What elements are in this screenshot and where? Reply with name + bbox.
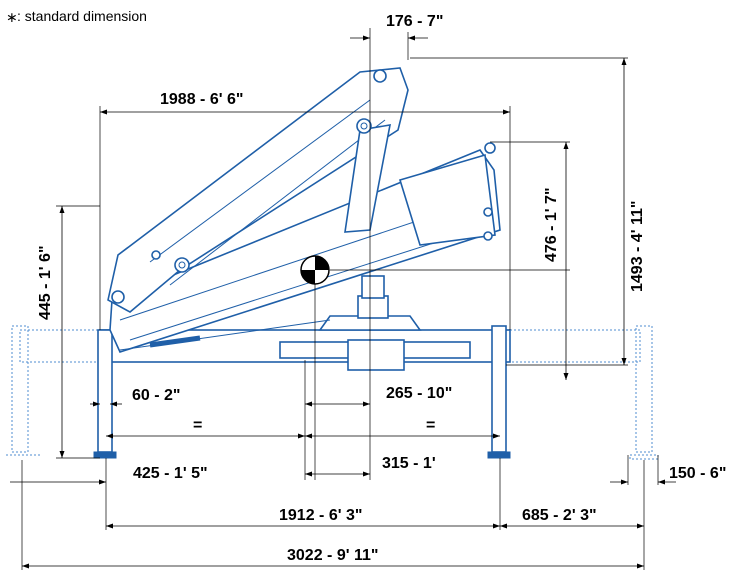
dim-height-cg: 476 - 1' 7" bbox=[543, 187, 560, 262]
dim-foot-width: 150 - 6" bbox=[669, 465, 726, 482]
dim-top-offset: 176 - 7" bbox=[386, 13, 443, 30]
dimension-lines bbox=[10, 35, 676, 569]
outrigger-extended-left bbox=[6, 325, 101, 456]
reference-lines bbox=[21, 28, 659, 570]
legend-symbol: ∗ bbox=[6, 9, 18, 25]
dim-total-width: 3022 - 9' 11" bbox=[287, 547, 378, 564]
legend-text: : standard dimension bbox=[17, 8, 147, 24]
dim-height-total: 1493 - 4' 11" bbox=[629, 201, 646, 292]
dim-equal-right: = bbox=[426, 417, 435, 434]
dim-leg-offset-small: 60 - 2" bbox=[132, 387, 181, 404]
center-of-gravity-icon bbox=[300, 255, 330, 285]
dim-center-offset: 315 - 1' bbox=[382, 455, 436, 472]
dim-reach-width: 1988 - 6' 6" bbox=[160, 91, 243, 108]
dim-cg-offset: 265 - 10" bbox=[386, 385, 452, 402]
dim-base-width: 1912 - 6' 3" bbox=[279, 507, 362, 524]
dim-equal-left: = bbox=[193, 417, 202, 434]
outrigger-extended-right bbox=[509, 325, 659, 460]
dim-leg-offset: 425 - 1' 5" bbox=[133, 465, 208, 482]
dim-extension: 685 - 2' 3" bbox=[522, 507, 597, 524]
dim-height-base: 445 - 1' 6" bbox=[37, 245, 54, 320]
